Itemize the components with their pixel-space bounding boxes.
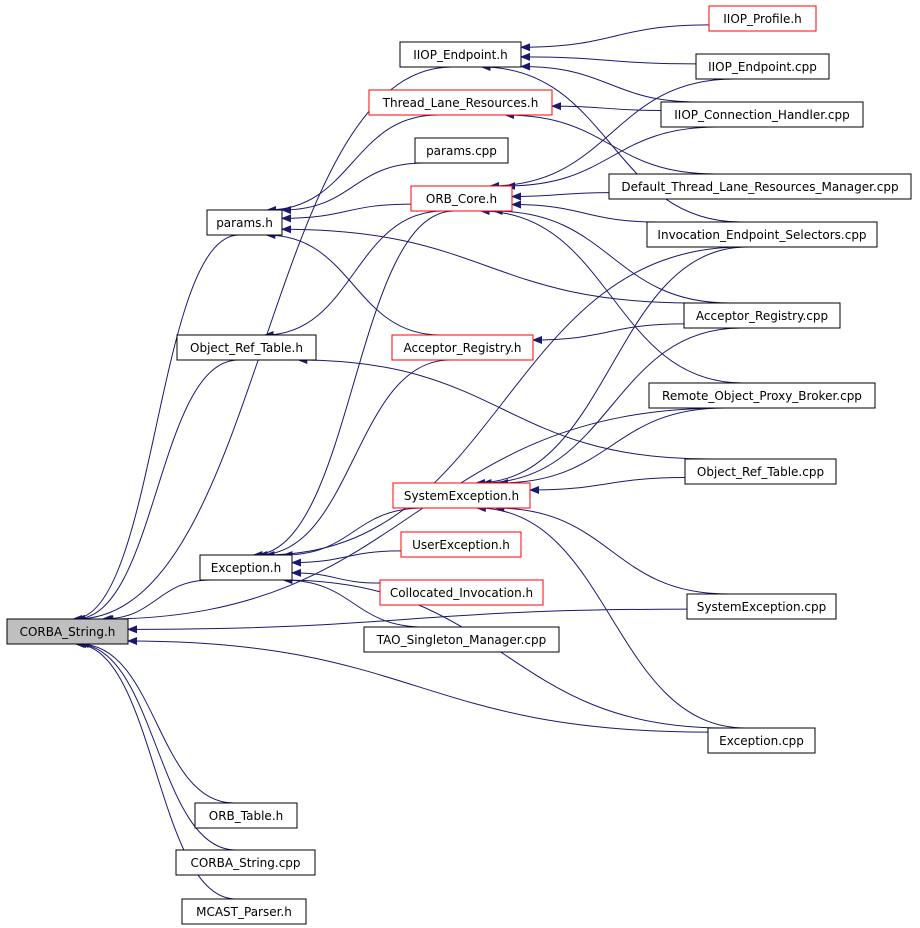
edge-systemexception_cpp-to-systemexception_h (494, 504, 728, 595)
edge-invocation_endpoint_selectors_cpp-to-exception_h (264, 246, 743, 559)
node-iiop-endpoint-h[interactable]: IIOP_Endpoint.h (399, 41, 522, 68)
edge-params_cpp-to-params_h (281, 162, 424, 215)
node-default-thread-lane-resources-manager-cpp[interactable]: Default_Thread_Lane_Resources_Manager.cp… (608, 173, 912, 200)
node-orb-core-h[interactable]: ORB_Core.h (410, 185, 513, 212)
node-label: IIOP_Connection_Handler.cpp (674, 108, 849, 122)
node-exception-h[interactable]: Exception.h (199, 554, 293, 581)
edge-orb_core_h-to-object_ref_table_h (263, 210, 444, 339)
node-label: TAO_Singleton_Manager.cpp (376, 633, 547, 647)
edge-tao_singleton_manager_cpp-to-exception_h (282, 576, 425, 628)
node-params-cpp[interactable]: params.cpp (414, 137, 509, 164)
edge-object_ref_table_cpp-to-object_ref_table_h (297, 356, 709, 460)
node-label: CORBA_String.h (20, 625, 116, 639)
edge-iiop_connection_handler_cpp-to-iiop_endpoint_h (520, 62, 700, 103)
edge-remote_object_proxy_broker_cpp-to-systemexception_h (498, 407, 725, 487)
node-systemexception-h[interactable]: SystemException.h (392, 482, 531, 509)
node-acceptor-registry-h[interactable]: Acceptor_Registry.h (391, 334, 534, 361)
node-object-ref-table-cpp[interactable]: Object_Ref_Table.cpp (684, 458, 837, 485)
node-tao-singleton-manager-cpp[interactable]: TAO_Singleton_Manager.cpp (363, 626, 560, 653)
node-iiop-profile-h[interactable]: IIOP_Profile.h (708, 5, 817, 32)
node-label: ORB_Table.h (209, 809, 283, 823)
node-label: IIOP_Endpoint.h (413, 48, 508, 62)
node-label: SystemException.cpp (697, 600, 826, 614)
node-label: SystemException.h (404, 489, 519, 503)
edge-invocation_endpoint_selectors_cpp-to-systemexception_h (474, 246, 748, 487)
edge-exception_cpp-to-systemexception_h (475, 504, 747, 729)
node-label: Remote_Object_Proxy_Broker.cpp (662, 389, 862, 403)
edge-systemexception_cpp-to-corba_string_h (127, 608, 688, 634)
edge-acceptor_registry_cpp-to-systemexception_h (481, 327, 742, 487)
node-label: Acceptor_Registry.h (403, 341, 521, 355)
edge-acceptor_registry_cpp-to-params_h (281, 225, 693, 304)
edge-exception_cpp-to-exception_h (282, 576, 725, 729)
edges-layer (71, 24, 748, 900)
node-label: ORB_Core.h (426, 192, 497, 206)
edge-exception_h-to-corba_string_h (101, 579, 212, 623)
node-label: Acceptor_Registry.cpp (696, 309, 828, 323)
node-label: Invocation_Endpoint_Selectors.cpp (657, 228, 866, 242)
node-label: MCAST_Parser.h (196, 905, 292, 919)
edge-params_h-to-corba_string_h (71, 234, 240, 623)
edge-collocated_invocation_h-to-exception_h (291, 568, 381, 584)
node-label: IIOP_Endpoint.cpp (708, 60, 817, 74)
edge-iiop_connection_handler_cpp-to-thread_lane_resources_h (551, 102, 662, 111)
node-label: Collocated_Invocation.h (390, 586, 533, 600)
node-iiop-connection-handler-cpp[interactable]: IIOP_Connection_Handler.cpp (660, 101, 864, 128)
edge-object_ref_table_h-to-corba_string_h (74, 359, 239, 623)
edge-acceptor_registry_cpp-to-orb_core_h (492, 207, 730, 304)
node-remote-object-proxy-broker-cpp[interactable]: Remote_Object_Proxy_Broker.cpp (648, 382, 876, 409)
node-corba-string-h[interactable]: CORBA_String.h (6, 618, 129, 645)
node-label: Default_Thread_Lane_Resources_Manager.cp… (621, 180, 898, 194)
node-object-ref-table-h[interactable]: Object_Ref_Table.h (176, 334, 317, 361)
node-corba-string-cpp[interactable]: CORBA_String.cpp (175, 849, 316, 876)
node-label: params.cpp (426, 144, 497, 158)
edge-remote_object_proxy_broker_cpp-to-orb_core_h (479, 207, 743, 384)
node-label: Exception.h (211, 561, 281, 575)
node-label: Object_Ref_Table.cpp (697, 465, 824, 479)
node-label: Object_Ref_Table.h (190, 341, 303, 355)
edge-iiop_endpoint_cpp-to-orb_core_h (489, 78, 734, 190)
node-userexception-h[interactable]: UserException.h (400, 531, 522, 558)
edge-invocation_endpoint_selectors_cpp-to-orb_core_h (511, 200, 658, 223)
edge-corba_string_cpp-to-corba_string_h (76, 640, 236, 851)
edge-acceptor_registry_h-to-exception_h (257, 359, 451, 559)
edge-object_ref_table_cpp-to-systemexception_h (529, 477, 686, 495)
node-acceptor-registry-cpp[interactable]: Acceptor_Registry.cpp (683, 302, 841, 329)
node-exception-cpp[interactable]: Exception.cpp (707, 727, 816, 754)
edge-systemexception_h-to-exception_h (282, 507, 425, 559)
edge-default_thread_lane_resources_manager_cpp-to-thread_lane_resources_h (504, 111, 716, 175)
edge-acceptor_registry_cpp-to-acceptor_registry_h (532, 323, 685, 344)
edge-orb_table_h-to-corba_string_h (78, 640, 234, 804)
node-orb-table-h[interactable]: ORB_Table.h (194, 802, 298, 829)
node-systemexception-cpp[interactable]: SystemException.cpp (686, 593, 837, 620)
node-label: IIOP_Profile.h (723, 12, 802, 26)
node-iiop-endpoint-cpp[interactable]: IIOP_Endpoint.cpp (695, 53, 830, 80)
edge-acceptor_registry_h-to-params_h (265, 231, 441, 336)
edge-iiop_endpoint_cpp-to-iiop_endpoint_h (520, 52, 697, 65)
node-mcast-parser-h[interactable]: MCAST_Parser.h (181, 898, 307, 925)
node-thread-lane-resources-h[interactable]: Thread_Lane_Resources.h (368, 89, 553, 116)
edge-iiop_profile_h-to-iiop_endpoint_h (520, 24, 710, 52)
edge-default_thread_lane_resources_manager_cpp-to-orb_core_h (511, 192, 610, 201)
edge-exception_cpp-to-corba_string_h (127, 637, 709, 733)
node-label: params.h (216, 216, 273, 230)
edge-userexception_h-to-exception_h (291, 550, 402, 567)
node-collocated-invocation-h[interactable]: Collocated_Invocation.h (379, 579, 544, 606)
node-label: CORBA_String.cpp (190, 856, 300, 870)
edge-orb_core_h-to-exception_h (252, 210, 455, 559)
node-invocation-endpoint-selectors-cpp[interactable]: Invocation_Endpoint_Selectors.cpp (646, 221, 878, 248)
node-label: Exception.cpp (719, 734, 804, 748)
edge-orb_core_h-to-params_h (281, 203, 412, 223)
edge-iiop_connection_handler_cpp-to-orb_core_h (505, 126, 718, 190)
edge-remote_object_proxy_broker_cpp-to-corba_string_h (103, 407, 726, 623)
node-params-h[interactable]: params.h (206, 209, 283, 236)
edge-mcast_parser_h-to-corba_string_h (74, 640, 237, 900)
node-label: Thread_Lane_Resources.h (382, 96, 539, 110)
edge-thread_lane_resources_h-to-params_h (266, 114, 439, 214)
node-label: UserException.h (412, 538, 510, 552)
